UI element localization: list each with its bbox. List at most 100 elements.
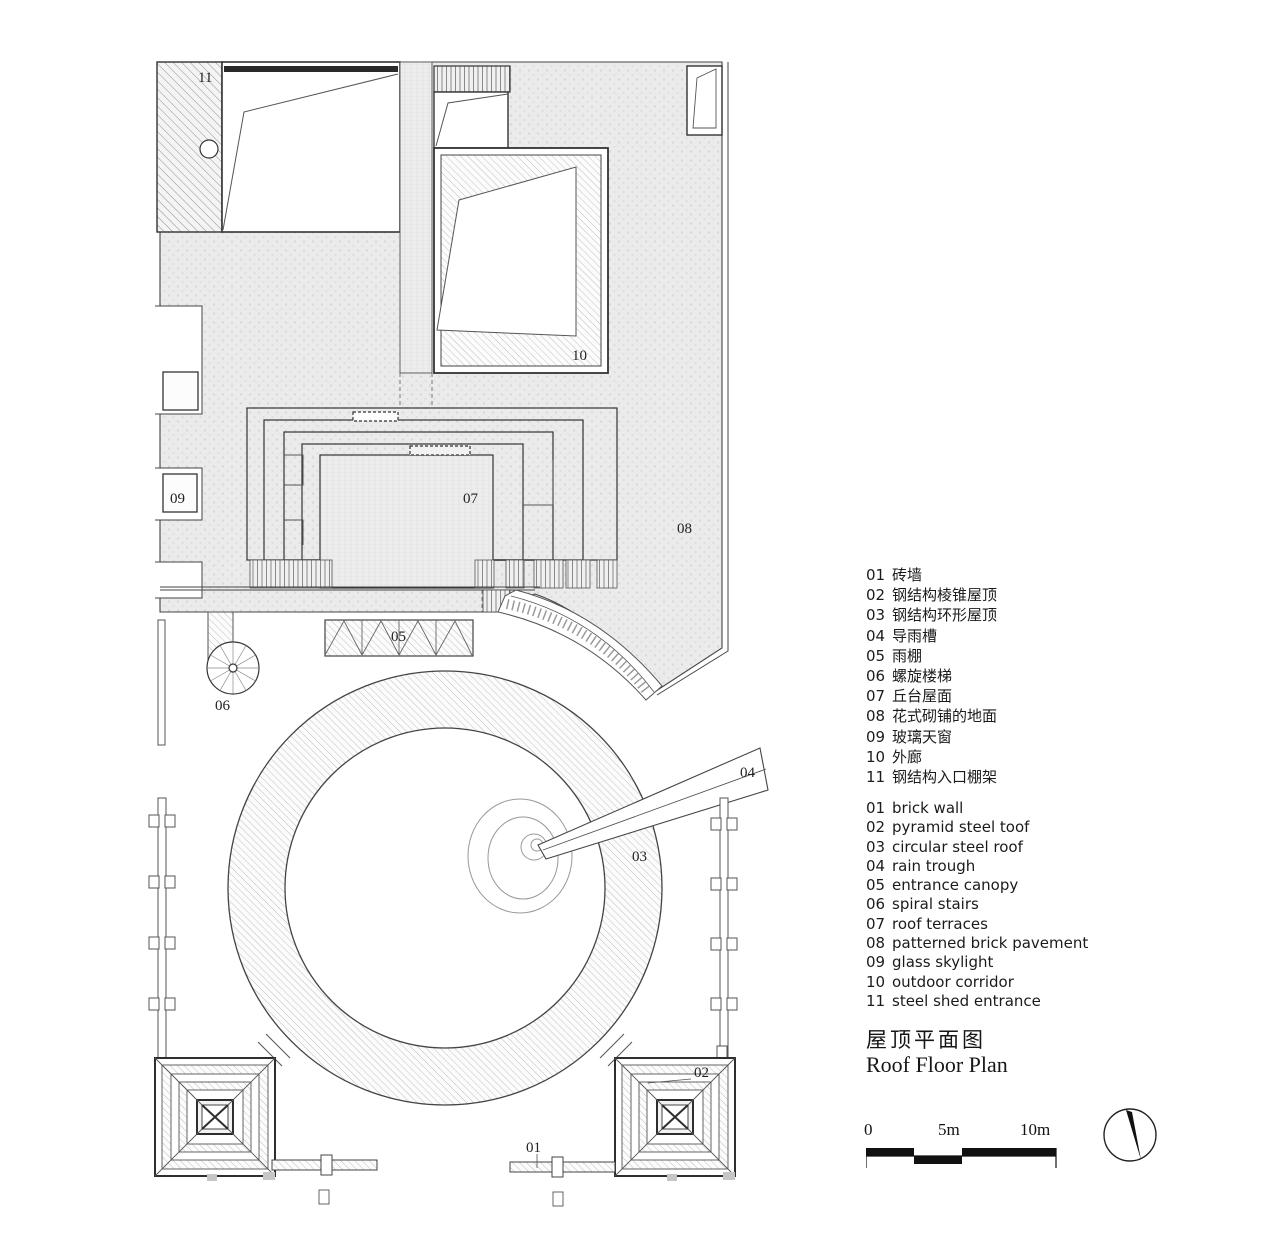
scale-label-10m: 10m [1020, 1120, 1051, 1139]
spiral-stair-06: 06 [206, 611, 260, 714]
scale-label-5m: 5m [938, 1120, 960, 1139]
label-06: 06 [215, 698, 231, 714]
wall-column [399, 61, 433, 374]
legend-text: 玻璃天窗 [892, 727, 953, 746]
skylight-box-09 [162, 473, 198, 513]
legend-num: 08 [866, 707, 886, 726]
legend-num: 05 [866, 646, 886, 665]
top-louver-roof [433, 65, 511, 149]
skylights-09: 09 [155, 305, 203, 599]
drawing-title-en: Roof Floor Plan [866, 1052, 1008, 1077]
legend-text: rain trough [892, 856, 976, 875]
label-04: 04 [740, 765, 756, 781]
pyramid-roof-left [154, 1057, 276, 1182]
north-arrow [1103, 1108, 1157, 1162]
legend-en-row: 10 outdoor corridor [866, 973, 1088, 992]
label-10: 10 [572, 348, 587, 364]
legend-text: 螺旋楼梯 [892, 667, 953, 686]
legend-num: 10 [866, 972, 886, 991]
legend-cn-row: 05 雨棚 [866, 646, 997, 666]
legend-text: roof terraces [892, 914, 988, 933]
legend-num: 03 [866, 837, 886, 856]
label-03: 03 [632, 849, 647, 865]
legend-text: glass skylight [892, 953, 994, 972]
label-11: 11 [198, 70, 212, 86]
column-circle [199, 139, 219, 159]
legend-num: 11 [866, 768, 886, 787]
brick-wall-01: 01 [509, 1140, 616, 1207]
legend-num: 01 [866, 566, 886, 584]
legend-en-row: 05 entrance canopy [866, 876, 1088, 895]
label-05: 05 [391, 629, 406, 645]
legend-text: patterned brick pavement [892, 934, 1089, 953]
legend-text: 导雨槽 [892, 626, 938, 645]
legend-text: 钢结构棱锥屋顶 [892, 586, 998, 605]
legend-cn-row: 08 花式砌铺的地面 [866, 706, 997, 726]
legend-cn-row: 10 外廊 [866, 747, 997, 767]
legend-num: 03 [866, 606, 886, 625]
legend-num: 01 [866, 799, 886, 817]
left-wall-stub [157, 619, 166, 746]
curved-ramp [497, 589, 663, 701]
corridor-10: 10 [433, 147, 609, 374]
legend-text: 雨棚 [892, 646, 923, 665]
legend-num: 11 [866, 991, 886, 1010]
terraces-07: 07 [246, 407, 618, 589]
legend-en-row: 03 circular steel roof [866, 838, 1088, 857]
legend-text: brick wall [892, 799, 964, 817]
terrace-louvers [249, 559, 618, 589]
legend-num: 07 [866, 914, 886, 933]
legend-cn-row: 09 玻璃天窗 [866, 727, 997, 747]
legend-en-row: 01 brick wall [866, 799, 1088, 818]
legend-num: 02 [866, 818, 886, 837]
label-07: 07 [463, 491, 479, 507]
legend-cn-row: 02 钢结构棱锥屋顶 [866, 585, 997, 605]
legend-text: 钢结构入口棚架 [892, 768, 998, 787]
legend-num: 04 [866, 626, 886, 645]
north-needle [1126, 1110, 1141, 1160]
legend-text: 丘台屋面 [892, 687, 953, 706]
legend-text: outdoor corridor [892, 972, 1014, 991]
legend-num: 09 [866, 727, 886, 746]
legend-en-row: 02 pyramid steel toof [866, 818, 1088, 837]
legend-text: 钢结构环形屋顶 [892, 606, 998, 625]
legend-num: 05 [866, 876, 886, 895]
legend-text: pyramid steel toof [892, 818, 1030, 837]
legend-cn-row: 11 钢结构入口棚架 [866, 767, 997, 787]
legend-num: 09 [866, 953, 886, 972]
dashed-connectors [399, 373, 483, 612]
legend-text: circular steel roof [892, 837, 1023, 856]
brick-wall-right [710, 797, 738, 1059]
legend-text: 外廊 [892, 747, 923, 766]
scale-bar [866, 1148, 1057, 1168]
pyramid-roof-right-02 [614, 1057, 736, 1182]
legend-num: 07 [866, 687, 886, 706]
legend-cn-row: 04 导雨槽 [866, 626, 997, 646]
label-09: 09 [170, 491, 185, 507]
canopy-05: 05 [324, 619, 474, 657]
legend-num: 04 [866, 856, 886, 875]
label-01: 01 [526, 1140, 541, 1156]
legend-text: entrance canopy [892, 876, 1019, 895]
circular-roof-03 [227, 670, 663, 1106]
legend-num: 10 [866, 747, 886, 766]
diagonal-connectors [257, 1033, 633, 1067]
label-08: 08 [677, 521, 692, 537]
legend-en-row: 09 glass skylight [866, 953, 1088, 972]
skylight-box [162, 371, 199, 411]
legend-text: 花式砌铺的地面 [892, 707, 998, 726]
brick-wall-left [148, 797, 176, 1059]
top-right-box [686, 65, 723, 136]
legend-num: 02 [866, 586, 886, 605]
legend-english: 01 brick wall 02 pyramid steel toof 03 circ… [866, 799, 1088, 1011]
legend-cn-row: 03 钢结构环形屋顶 [866, 605, 997, 625]
legend-en-row: 04 rain trough [866, 857, 1088, 876]
scale-label-0: 0 [864, 1120, 873, 1139]
legend-text: 砖墙 [892, 566, 923, 584]
